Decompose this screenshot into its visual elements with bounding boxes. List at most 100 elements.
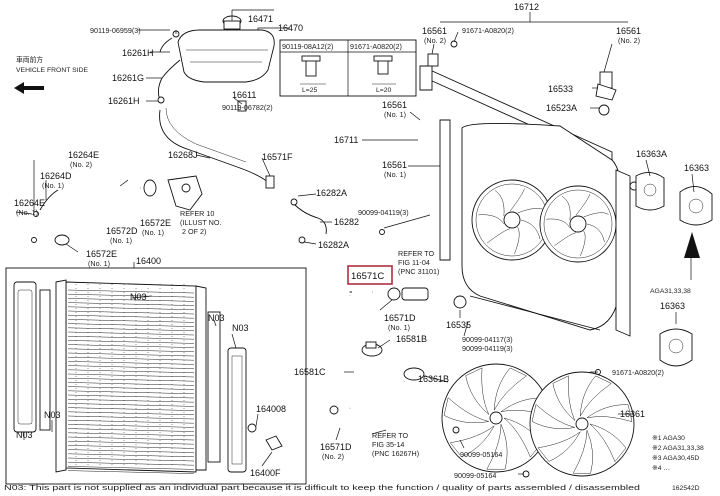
label-16264e-no1: 16264E xyxy=(14,198,45,208)
label-16561-no1-upper: 16561 xyxy=(382,100,407,110)
reservoir-tank-icon xyxy=(177,29,275,83)
label-16561-no2-left-sub: (No. 2) xyxy=(424,36,446,45)
label-refer10-c: 2 OF 2) xyxy=(182,227,206,236)
label-refer-fig11-a: REFER TO xyxy=(398,249,434,258)
grommet-16535-icon xyxy=(453,295,467,309)
label-n03-right-2: N03 xyxy=(232,323,249,333)
label-16264d: 16264D xyxy=(40,171,72,181)
left-seal-strip-icon xyxy=(13,281,37,433)
label-refer10-b: (ILLUST NO. xyxy=(180,218,221,227)
legend-line-4: ※4 … xyxy=(652,465,670,472)
diagram-code: 162542D xyxy=(672,485,700,492)
label-91671-a0820-top: 91671-A0820(2) xyxy=(462,26,514,35)
label-16571f: 16571F xyxy=(262,152,293,162)
label-16264d-sub: (No. 1) xyxy=(42,181,64,190)
motor-16363a-icon xyxy=(635,172,665,211)
label-16611: 16611 xyxy=(232,90,256,100)
fan-blades xyxy=(441,363,635,478)
label-16571c: 16571C xyxy=(351,271,384,282)
variant-legend: ※1 AGA30 ※2 AGA31,33,38 ※3 AGA30,45D ※4 … xyxy=(652,435,704,492)
label-16572e-lower-sub: (No. 1) xyxy=(88,259,110,268)
label-16470: 16470 xyxy=(278,23,303,33)
highlight-16571c xyxy=(347,265,393,285)
label-16571d-no2: 16571D xyxy=(320,442,352,452)
footnote-n03: N03: This part is not supplied as an ind… xyxy=(4,483,640,492)
label-16282a-lower: 16282A xyxy=(318,240,349,250)
motor-16363-lower-icon xyxy=(659,328,693,367)
label-16264e-no1-sub: (No. 1) xyxy=(16,208,38,217)
label-16261h-lower: 16261H xyxy=(108,96,140,106)
right-tank-icon xyxy=(227,347,247,473)
label-16523a: 16523A xyxy=(546,103,577,113)
legend-line-2: ※2 AGA31,33,38 xyxy=(652,445,704,452)
radiator-core-icon xyxy=(65,281,197,473)
label-16572e-lower: 16572E xyxy=(86,249,117,259)
label-16712: 16712 xyxy=(514,2,539,12)
fan-shroud-assembly xyxy=(362,12,639,375)
label-16361: 16361 xyxy=(620,409,645,419)
radiator-assembly xyxy=(5,262,307,485)
label-16400: 16400 xyxy=(136,256,161,266)
label-refer35-c: (PNC 16267H) xyxy=(372,449,419,458)
label-16571d-no1: 16571D xyxy=(384,313,416,323)
label-n03-left-2: N03 xyxy=(44,410,61,420)
vehicle-front-jp-text: 車両前方 xyxy=(16,55,43,64)
label-16268j: 16268J xyxy=(168,150,198,160)
label-90099-04117: 90099-04117(3) xyxy=(462,335,513,344)
label-n03-right-1: N03 xyxy=(208,313,225,323)
vehicle-front-en-text: VEHICLE FRONT SIDE xyxy=(16,67,88,74)
label-91671-a0820-lower: 91671-A0820(2) xyxy=(612,368,664,377)
label-16711: 16711 xyxy=(334,135,358,145)
label-90119-06959: 90119-06959(3) xyxy=(90,26,141,35)
label-16561-no1-lower-sub: (No. 1) xyxy=(384,170,406,179)
label-16571d-no1-sub: (No. 1) xyxy=(388,323,410,332)
label-aga-ref: AGA31,33,38 xyxy=(650,288,691,295)
label-16261g: 16261G xyxy=(112,73,144,83)
label-refer10-a: REFER 10 xyxy=(180,209,214,218)
label-refer-fig11-b: FIG 11-04 xyxy=(398,258,430,267)
reservoir-tank-assembly xyxy=(138,9,290,189)
label-box1-code: 90119-08A12(2) xyxy=(282,42,333,51)
label-16363-lower: 16363 xyxy=(660,301,685,311)
lower-hose-assembly xyxy=(329,287,449,449)
legend-line-3: ※3 AGA30,45D xyxy=(652,455,699,462)
upper-hose-assembly xyxy=(15,160,203,253)
bolt-callout-boxes xyxy=(279,39,417,97)
small-hose-16282 xyxy=(290,193,332,245)
label-16282a-upper: 16282A xyxy=(316,188,347,198)
label-box1-dim: L=25 xyxy=(302,87,318,94)
label-box2-dim: L=20 xyxy=(376,87,392,94)
label-n03-left-1: N03 xyxy=(16,430,33,440)
label-90099-05164-lower: 90099-05164 xyxy=(454,471,496,480)
label-16471: 16471 xyxy=(248,14,273,24)
label-16561-no2-right-sub: (No. 2) xyxy=(618,36,640,45)
vehicle-front-indicator: 車両前方 VEHICLE FRONT SIDE xyxy=(14,55,88,94)
bolt-long-icon xyxy=(377,59,389,75)
label-refer-fig11-c: (PNC 31101) xyxy=(398,267,439,276)
label-90099-05164-upper: 90099-05164 xyxy=(460,450,502,459)
label-16535: 16535 xyxy=(446,320,471,330)
label-16363a: 16363A xyxy=(636,149,667,159)
front-arrow-icon xyxy=(14,82,44,94)
label-16264e-no2-sub: (No. 2) xyxy=(70,160,92,169)
label-16533: 16533 xyxy=(548,84,573,94)
label-16561-no1-upper-sub: (No. 1) xyxy=(384,110,406,119)
label-16581c: 16581C xyxy=(294,367,326,377)
motor-16363-upper-icon xyxy=(679,186,713,226)
label-16561-no2-right: 16561 xyxy=(616,26,641,36)
label-refer35-a: REFER TO xyxy=(372,431,408,440)
legend-line-1: ※1 AGA30 xyxy=(652,435,685,442)
label-16400f: 16400F xyxy=(250,468,281,478)
label-90099-04119-top: 90099-04119(3) xyxy=(358,208,409,217)
label-n03-core: N03 xyxy=(130,292,147,302)
fan-motor-assembly xyxy=(635,159,713,367)
label-16581b: 16581B xyxy=(396,334,427,344)
label-16561-no2-left: 16561 xyxy=(422,26,447,36)
label-16572d: 16572D xyxy=(106,226,138,236)
label-16361b: 16361B xyxy=(418,374,449,384)
label-90099-04119-lower: 90099-04119(3) xyxy=(462,344,513,353)
bolt-short-icon xyxy=(305,59,317,77)
label-16572e-upper: 16572E xyxy=(140,218,171,228)
label-16264e-no2: 16264E xyxy=(68,150,99,160)
